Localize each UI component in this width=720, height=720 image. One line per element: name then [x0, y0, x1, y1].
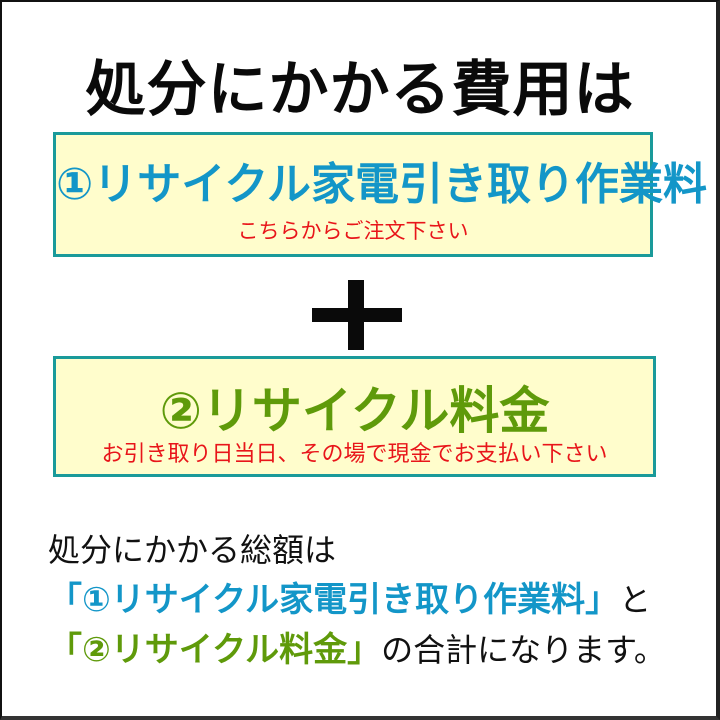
- summary-item1: 「①リサイクル家電引き取り作業料」: [48, 580, 620, 620]
- summary-intro: 処分にかかる総額は: [48, 531, 337, 569]
- summary-text: 処分にかかる総額は 「①リサイクル家電引き取り作業料」と 「②リサイクル料金」の…: [48, 525, 708, 675]
- fee-note-order-here[interactable]: こちらからご注文下さい: [237, 219, 469, 243]
- summary-line-2: 「①リサイクル家電引き取り作業料」と: [48, 575, 708, 625]
- page-title: 処分にかかる費用は: [85, 55, 635, 125]
- fee-title-recycling: ②リサイクル料金: [159, 382, 550, 440]
- summary-conjunction: と: [619, 581, 652, 619]
- fee-note-pay-cash: お引き取り日当日、その場で現金でお支払い下さい: [101, 442, 608, 467]
- summary-line-1: 処分にかかる総額は: [48, 525, 708, 575]
- plus-icon: [312, 280, 402, 350]
- summary-conclusion: の合計になります。: [381, 631, 666, 669]
- summary-item2: 「②リサイクル料金」: [48, 630, 382, 670]
- fee-box-recycling: ②リサイクル料金 お引き取り日当日、その場で現金でお支払い下さい: [53, 356, 656, 477]
- summary-line-3: 「②リサイクル料金」の合計になります。: [48, 625, 708, 675]
- fee-box-pickup-work[interactable]: ①リサイクル家電引き取り作業料 こちらからご注文下さい: [53, 132, 708, 257]
- fee-title-pickup-work: ①リサイクル家電引き取り作業料: [56, 159, 708, 210]
